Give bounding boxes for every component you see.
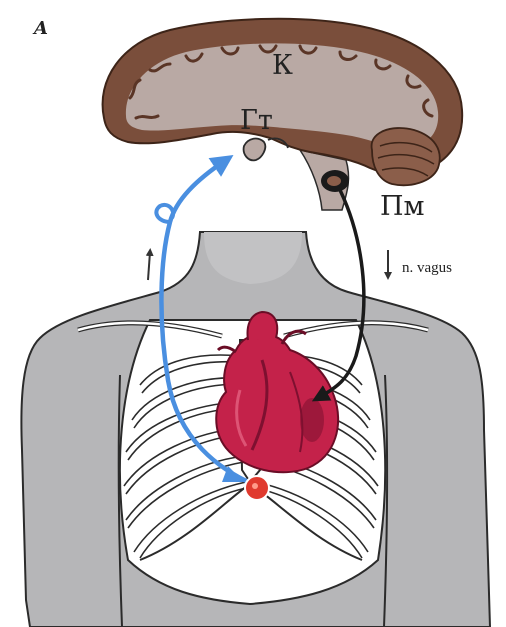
medulla-label: Пм <box>380 191 425 222</box>
cortex-label: К <box>272 50 293 81</box>
brain <box>103 19 463 210</box>
hypothalamus-label: Гт <box>240 105 273 136</box>
panel-label: A <box>32 18 48 39</box>
vagus-label: n. vagus <box>402 260 452 276</box>
